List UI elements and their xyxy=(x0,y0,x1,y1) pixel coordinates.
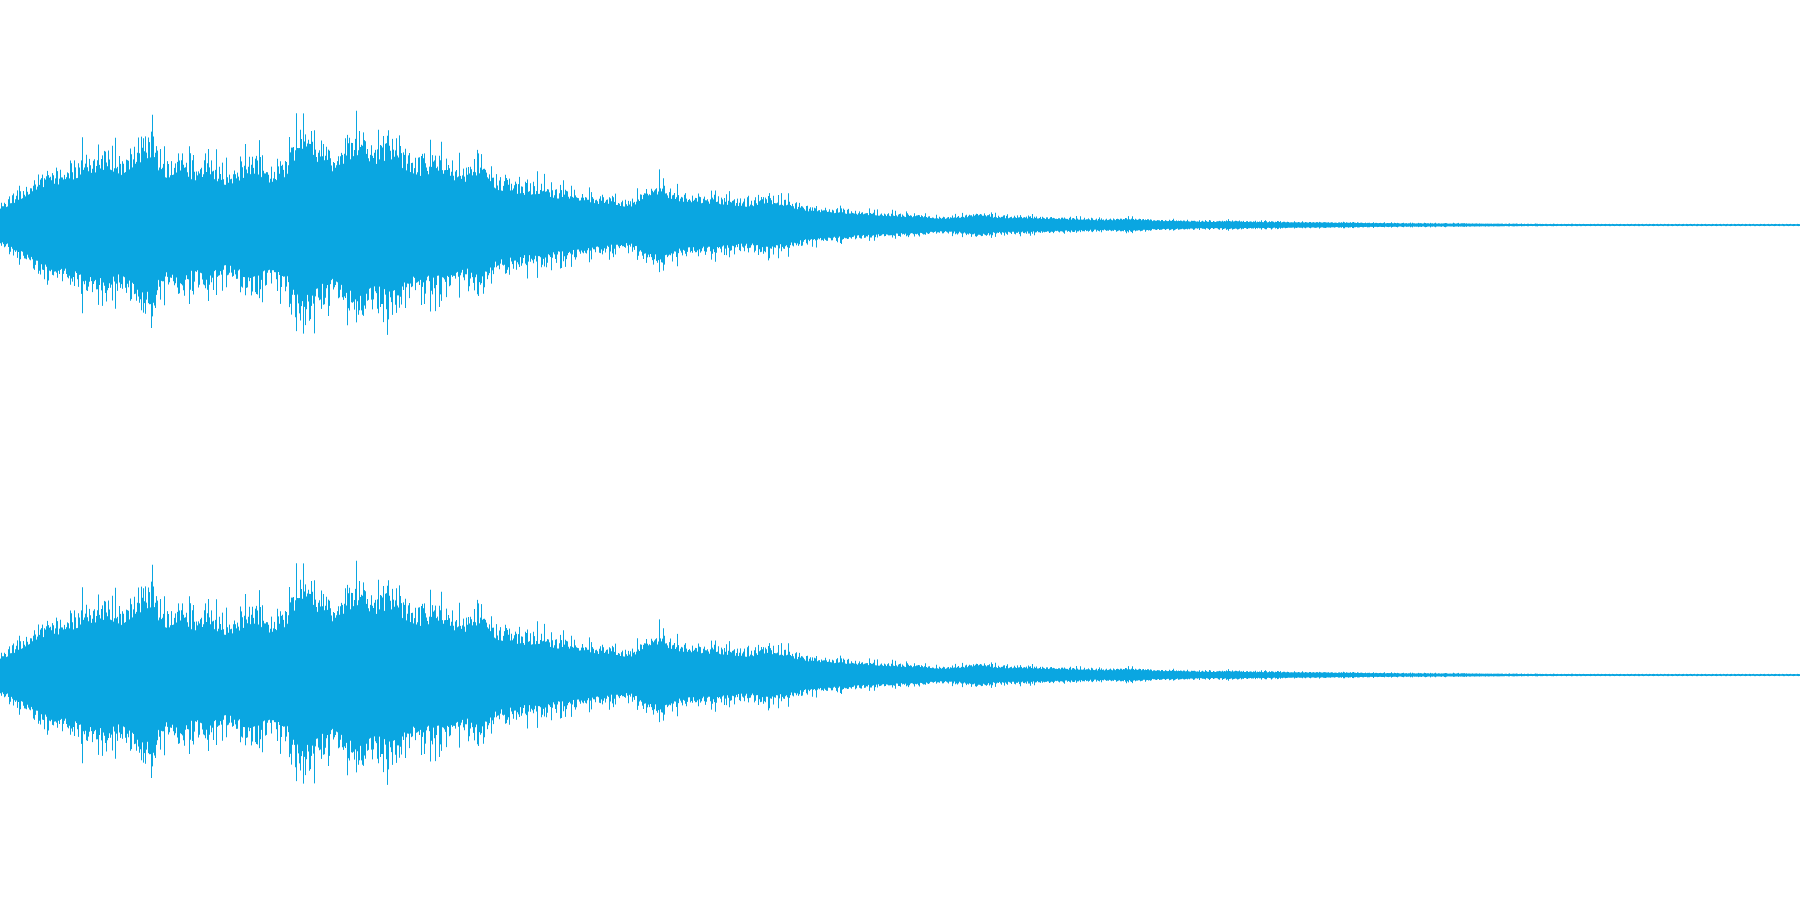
waveform-channel-right xyxy=(0,560,1800,785)
waveform-samples xyxy=(0,560,1800,785)
waveform-channel-left xyxy=(0,110,1800,335)
waveform-samples xyxy=(0,110,1800,335)
